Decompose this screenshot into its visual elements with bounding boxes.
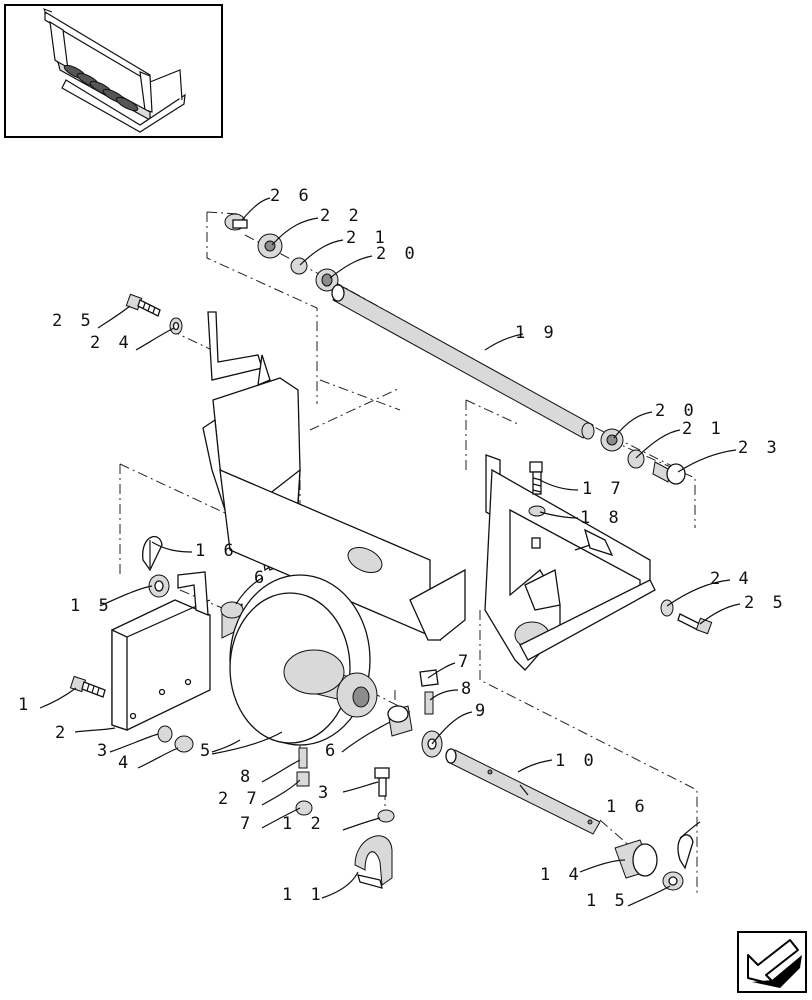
part-20-right[interactable]	[600, 428, 624, 452]
callout-labels: 2 6 2 2 2 1 2 0 2 5 2 4 1 9 2 0 2 1 2 3 …	[18, 186, 787, 911]
callout-7: 7	[458, 652, 472, 672]
callout-6: 6	[254, 568, 268, 588]
part-23[interactable]	[652, 461, 686, 485]
part-17[interactable]	[529, 461, 543, 495]
callout-19: 1 9	[515, 323, 558, 343]
callout-17: 1 7	[582, 479, 625, 499]
part-25-right[interactable]	[677, 613, 713, 635]
part-10-shaft[interactable]	[445, 748, 601, 835]
callout-14: 1 4	[540, 865, 583, 885]
part-12[interactable]	[377, 809, 395, 823]
pulley-wheel[interactable]	[229, 574, 378, 746]
part-15-right[interactable]	[662, 871, 684, 891]
callout-26: 2 6	[270, 186, 313, 206]
arrow-down-left-icon	[747, 939, 802, 988]
callout-24: 2 4	[90, 333, 133, 353]
callout-9: 9	[475, 701, 489, 721]
callout-3: 3	[318, 783, 332, 803]
callout-25: 2 5	[52, 311, 95, 331]
callout-4: 4	[118, 753, 132, 773]
callout-15: 1 5	[70, 596, 113, 616]
part-19-shaft[interactable]	[331, 284, 595, 440]
part-25-upper[interactable]	[125, 293, 161, 317]
part-16-right[interactable]	[677, 834, 694, 870]
part-20-top[interactable]	[315, 268, 339, 292]
part-1-bolt[interactable]	[69, 675, 106, 698]
part-3-lower[interactable]	[374, 767, 390, 797]
part-6-lower[interactable]	[387, 705, 413, 737]
part-24-right[interactable]	[660, 599, 674, 617]
part-18[interactable]	[528, 505, 546, 549]
previous-page-button[interactable]	[737, 931, 807, 993]
part-15-left[interactable]	[148, 574, 170, 598]
callout-20: 2 0	[376, 244, 419, 264]
callout-3: 3	[97, 741, 111, 761]
callout-8: 8	[240, 767, 254, 787]
part-8-lower[interactable]	[298, 747, 308, 769]
part-24-upper[interactable]	[169, 317, 183, 335]
callout-1: 1	[18, 695, 32, 715]
callout-20: 2 0	[655, 401, 698, 421]
part-8-upper[interactable]	[424, 691, 434, 715]
callout-25: 2 5	[744, 593, 787, 613]
part-2-plate[interactable]	[111, 571, 211, 731]
part-11-clamp[interactable]	[354, 835, 393, 889]
callout-21: 2 1	[682, 419, 725, 439]
overview-thumbnail[interactable]	[4, 4, 223, 138]
callout-5: 5	[200, 741, 214, 761]
parts	[69, 213, 713, 891]
callout-8: 8	[461, 679, 475, 699]
callout-12: 1 2	[282, 814, 325, 834]
part-5-nut[interactable]	[174, 735, 194, 753]
callout-11: 1 1	[282, 885, 325, 905]
callout-23: 2 3	[738, 438, 781, 458]
part-7-lower[interactable]	[295, 800, 313, 816]
part-4-washer[interactable]	[157, 725, 173, 743]
callout-18: 1 8	[580, 508, 623, 528]
frame-body	[202, 311, 656, 671]
callout-10: 1 0	[555, 751, 598, 771]
callout-2: 2	[55, 723, 69, 743]
callout-24: 2 4	[710, 569, 753, 589]
callout-22: 2 2	[320, 206, 363, 226]
part-27[interactable]	[296, 771, 310, 787]
callout-16: 1 6	[195, 541, 238, 561]
callout-15: 1 5	[586, 891, 629, 911]
callout-7: 7	[240, 814, 254, 834]
part-14[interactable]	[614, 839, 658, 879]
callout-6: 6	[325, 741, 339, 761]
part-26[interactable]	[224, 213, 248, 231]
callout-21: 2 1	[346, 228, 389, 248]
leader-lines	[39, 197, 741, 907]
callout-16: 1 6	[606, 797, 649, 817]
callout-27: 2 7	[218, 789, 261, 809]
